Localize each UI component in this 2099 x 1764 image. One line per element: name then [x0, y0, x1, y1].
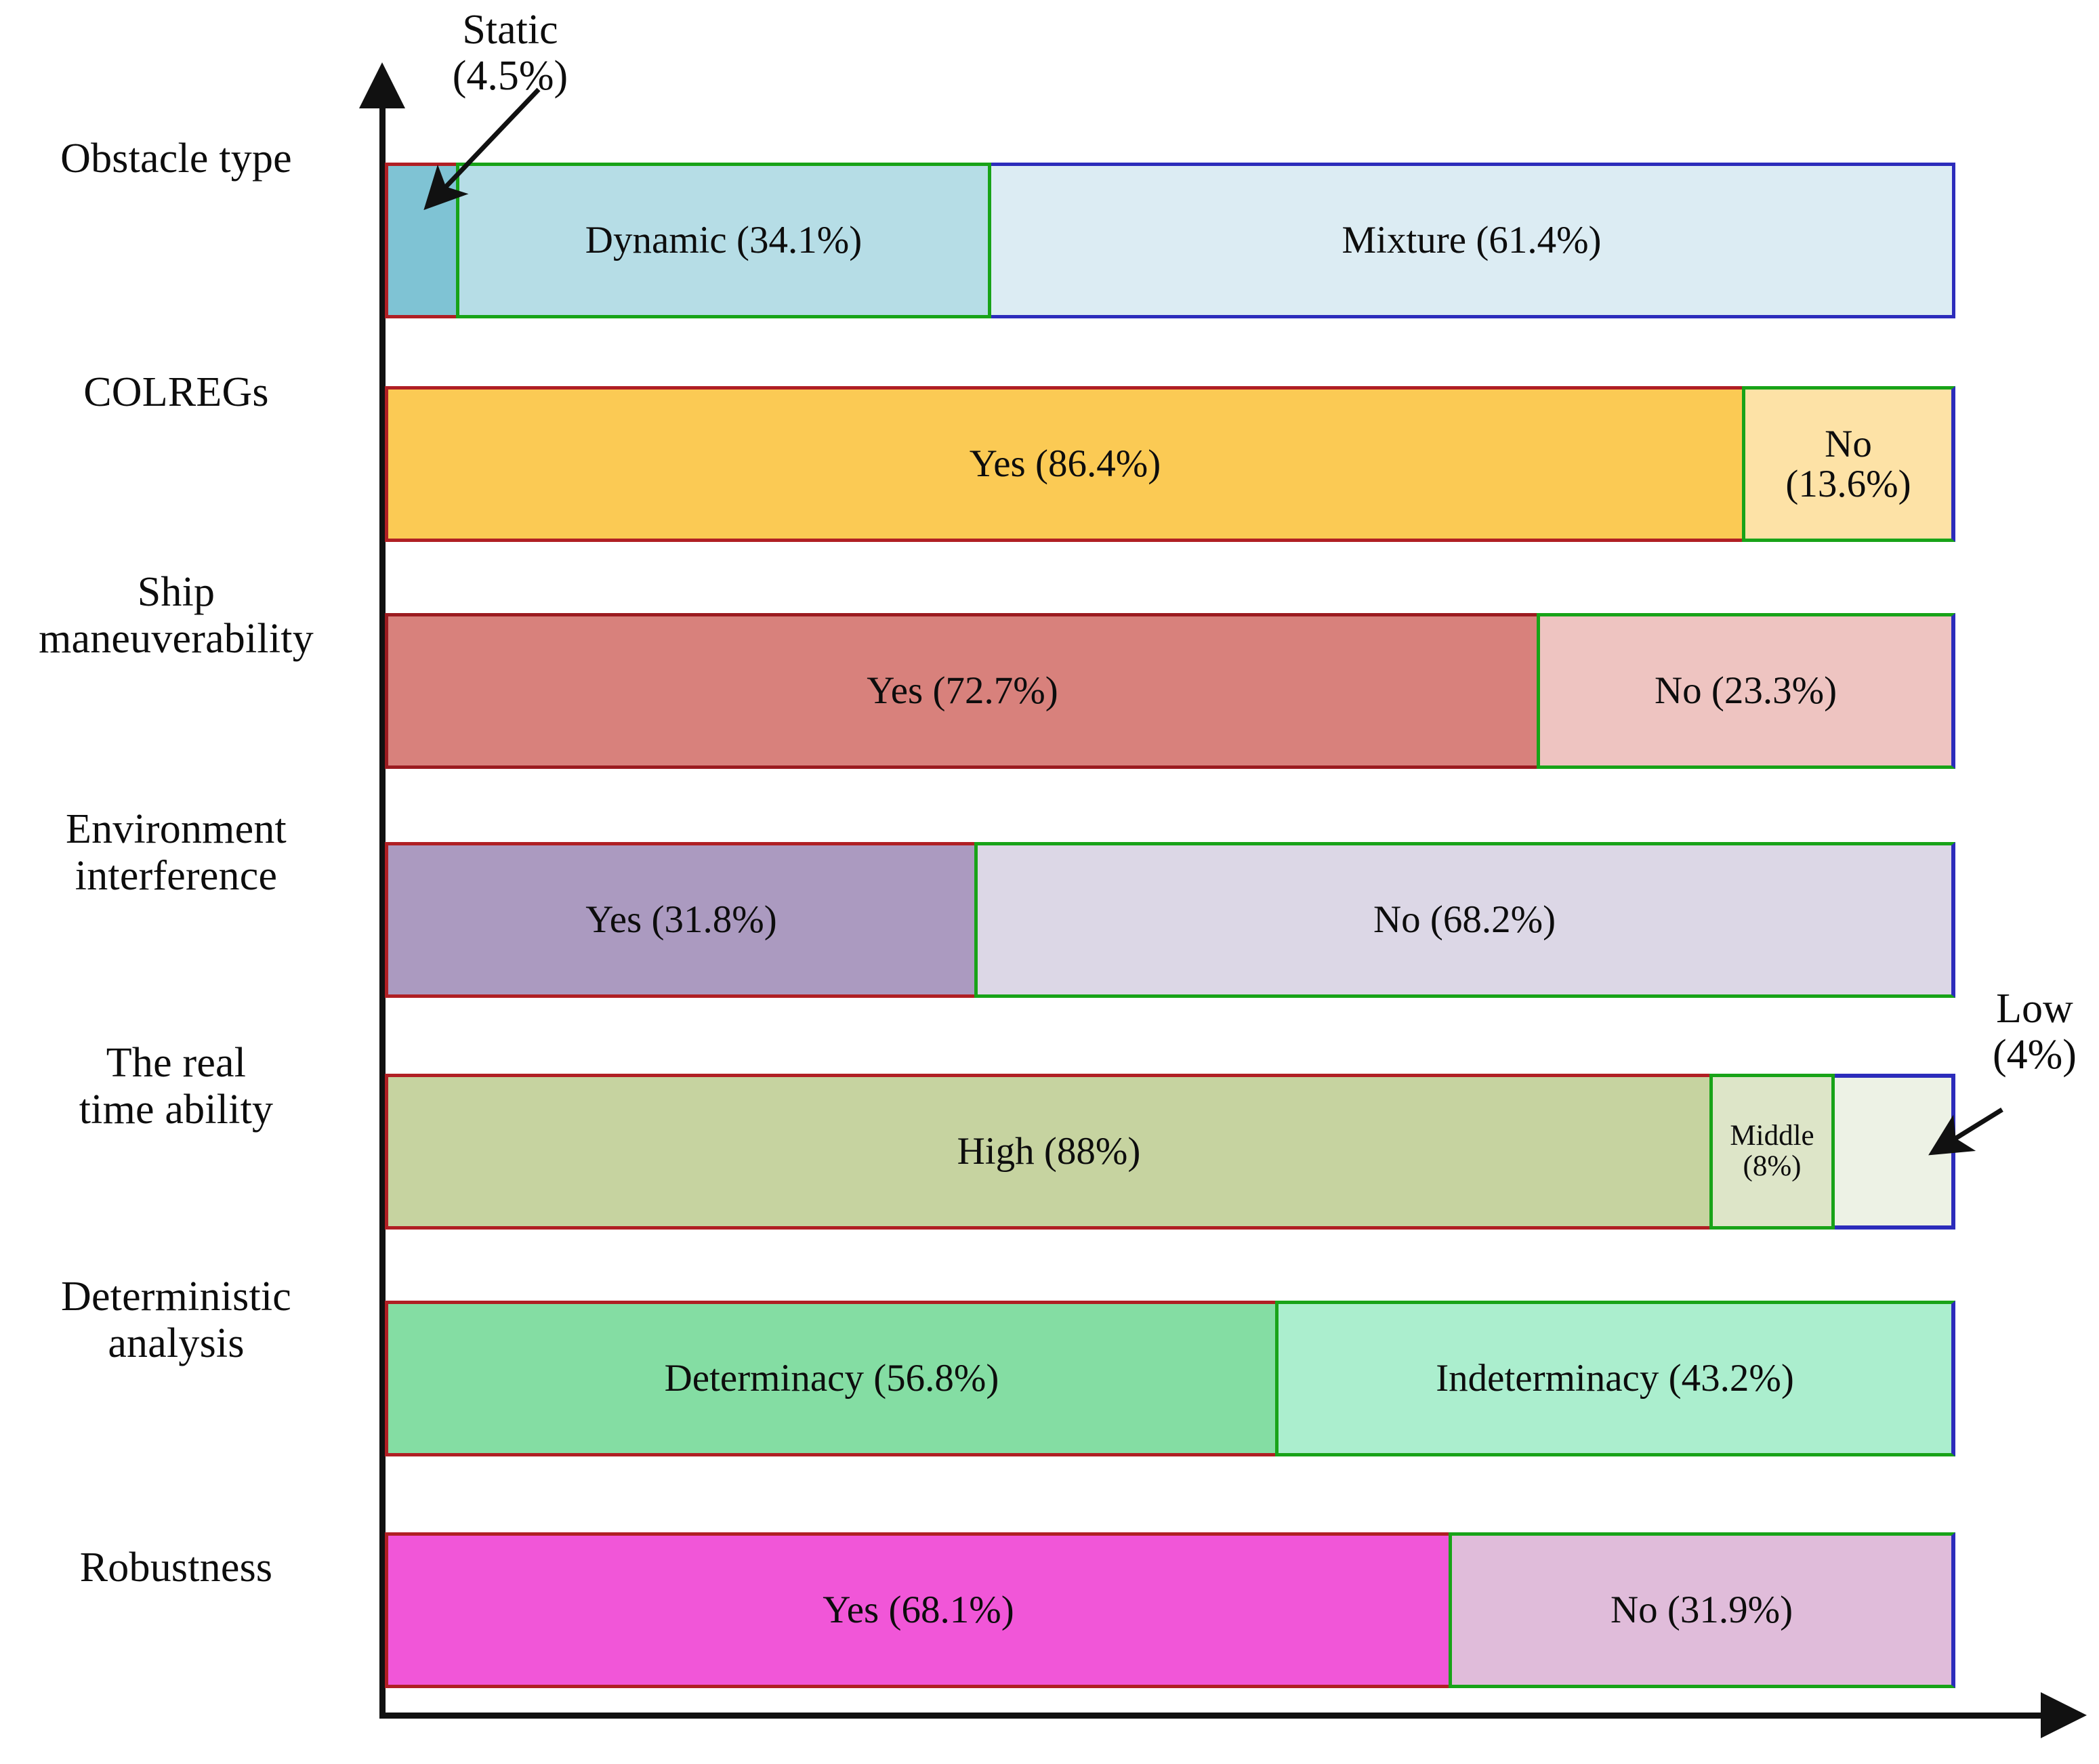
- bar-segment-middle[interactable]: Middle (8%): [1709, 1074, 1835, 1230]
- bar-segment-label: Yes (31.8%): [585, 898, 777, 942]
- category-label-ship-maneuverability: Ship maneuverability: [0, 569, 366, 663]
- y-axis-arrowhead-icon: [359, 62, 405, 108]
- bar-segment-determinacy[interactable]: Determinacy (56.8%): [385, 1301, 1275, 1456]
- bar-row-environment-interference: Yes (31.8%) No (68.2%): [385, 842, 1955, 998]
- bar-segment-label: No (13.6%): [1785, 422, 1911, 505]
- bar-segment-high[interactable]: High (88%): [385, 1074, 1709, 1230]
- category-label-line: time ability: [79, 1087, 274, 1133]
- x-axis-line: [379, 1713, 2046, 1719]
- bar-segment-mixture[interactable]: Mixture (61.4%): [991, 163, 1955, 318]
- callout-arrow-static-icon: [423, 87, 541, 211]
- bar-segment-robustness-no[interactable]: No (31.9%): [1449, 1532, 1955, 1688]
- bar-segment-ship-no[interactable]: No (23.3%): [1537, 613, 1955, 769]
- bar-segment-indeterminacy[interactable]: Indeterminacy (43.2%): [1275, 1301, 1955, 1456]
- bar-segment-label: Yes (72.7%): [867, 669, 1058, 713]
- category-label-line: analysis: [108, 1320, 245, 1367]
- bar-segment-label: Yes (68.1%): [823, 1589, 1014, 1632]
- bar-row-obstacle-type: Dynamic (34.1%) Mixture (61.4%): [385, 163, 1955, 318]
- category-label-real-time-ability: The real time ability: [0, 1040, 366, 1134]
- bar-row-colregs: Yes (86.4%) No (13.6%): [385, 386, 1955, 542]
- bar-segment-robustness-yes[interactable]: Yes (68.1%): [385, 1532, 1449, 1688]
- category-label-line: COLREGs: [83, 369, 269, 415]
- bar-segment-label: Yes (86.4%): [969, 442, 1161, 486]
- callout-line-2: (4.5%): [452, 53, 568, 100]
- category-label-line: interference: [75, 853, 278, 900]
- category-label-line: Obstacle type: [60, 135, 292, 182]
- bar-segment-colregs-yes[interactable]: Yes (86.4%): [385, 386, 1742, 542]
- category-label-line: The real: [106, 1040, 247, 1086]
- bar-segment-ship-yes[interactable]: Yes (72.7%): [385, 613, 1537, 769]
- bar-segment-label: Determinacy (56.8%): [664, 1357, 999, 1400]
- y-axis-line: [379, 102, 386, 1717]
- category-label-environment-interference: Environment interference: [0, 806, 366, 900]
- category-label-colregs: COLREGs: [0, 369, 366, 416]
- bar-segment-colregs-no[interactable]: No (13.6%): [1742, 386, 1955, 542]
- callout-arrow-low-icon: [1928, 1108, 2003, 1156]
- callout-line-1: Static: [462, 7, 558, 53]
- bar-segment-env-no[interactable]: No (68.2%): [974, 842, 1955, 998]
- bar-segment-label: No (68.2%): [1373, 898, 1556, 942]
- bar-segment-label: No (23.3%): [1654, 669, 1837, 713]
- bar-row-ship-maneuverability: Yes (72.7%) No (23.3%): [385, 613, 1955, 769]
- callout-low: Low (4%): [1970, 986, 2099, 1078]
- category-label-line: maneuverability: [39, 616, 314, 663]
- category-label-line: Ship: [137, 569, 215, 615]
- bar-segment-label: No (31.9%): [1610, 1589, 1793, 1632]
- bar-segment-label: Dynamic (34.1%): [585, 219, 863, 262]
- category-label-robustness: Robustness: [0, 1545, 366, 1591]
- bar-segment-label: High (88%): [957, 1130, 1141, 1173]
- callout-line-2: (4%): [1993, 1032, 2077, 1078]
- category-label-deterministic-analysis: Deterministic analysis: [0, 1274, 366, 1368]
- bar-segment-label: Mixture (61.4%): [1342, 219, 1602, 262]
- category-label-line: Deterministic: [60, 1274, 292, 1320]
- category-label-line: Environment: [66, 806, 287, 852]
- callout-static: Static (4.5%): [412, 7, 608, 99]
- bar-row-robustness: Yes (68.1%) No (31.9%): [385, 1532, 1955, 1688]
- category-label-line: Robustness: [79, 1545, 273, 1591]
- bar-row-deterministic-analysis: Determinacy (56.8%) Indeterminacy (43.2%…: [385, 1301, 1955, 1456]
- bar-segment-label: Middle (8%): [1730, 1120, 1814, 1182]
- x-axis-arrowhead-icon: [2041, 1692, 2087, 1738]
- bar-segment-env-yes[interactable]: Yes (31.8%): [385, 842, 974, 998]
- bar-row-real-time-ability: High (88%) Middle (8%): [385, 1074, 1955, 1230]
- bar-segment-label: Indeterminacy (43.2%): [1436, 1357, 1794, 1400]
- callout-line-1: Low: [1996, 986, 2073, 1032]
- category-label-obstacle-type: Obstacle type: [0, 135, 366, 182]
